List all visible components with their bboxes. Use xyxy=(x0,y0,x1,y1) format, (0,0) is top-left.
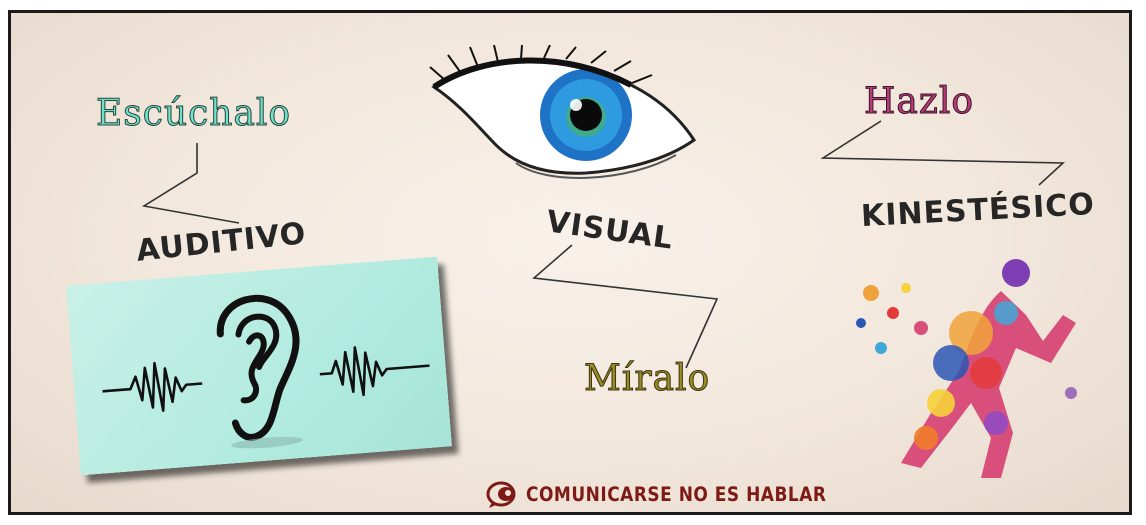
auditory-action-text: Escúchalo xyxy=(95,93,292,135)
eye-icon xyxy=(426,44,706,200)
running-person-icon xyxy=(831,253,1121,488)
visual-action-text: Míralo xyxy=(583,358,711,400)
ear-card xyxy=(66,256,452,476)
infographic-frame: Escúchalo AUDITIVO V xyxy=(8,10,1132,515)
footer-brand: COMUNICARSE NO ES HABLAR xyxy=(486,481,827,509)
speech-bubble-logo-icon xyxy=(486,481,516,508)
ear-icon xyxy=(102,294,430,449)
connector-lines xyxy=(141,120,1066,369)
kinesthetic-action-text: Hazlo xyxy=(863,81,975,123)
footer-text: COMUNICARSE NO ES HABLAR xyxy=(526,483,827,507)
